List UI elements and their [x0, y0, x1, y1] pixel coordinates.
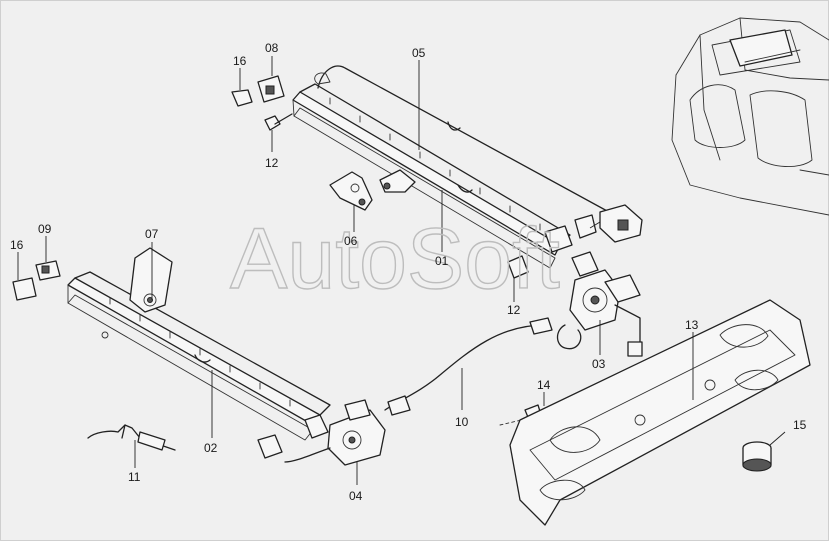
label-part-15: 15	[793, 418, 807, 432]
watermark-text: AutoSoft	[230, 211, 560, 307]
label-part-06: 06	[344, 234, 358, 248]
base-frame	[509, 299, 811, 526]
label-part-16-left: 16	[10, 238, 24, 252]
adjuster-handle	[87, 424, 176, 451]
vehicle-inset	[671, 17, 829, 216]
label-part-08: 08	[265, 41, 279, 55]
label-part-12-top: 12	[265, 156, 279, 170]
cap-15	[742, 441, 772, 472]
rail-clip-01	[507, 225, 573, 279]
label-part-04: 04	[349, 489, 363, 503]
label-part-05: 05	[412, 46, 426, 60]
label-part-16-top: 16	[233, 54, 247, 68]
upper-bracket	[329, 169, 416, 211]
clips-top	[231, 75, 285, 107]
label-part-10: 10	[455, 415, 469, 429]
part-labels: 16 08 05 12 06 01 07 09 16 12 03 13 14 1…	[10, 41, 807, 503]
lower-adjuster	[257, 399, 386, 466]
bolt-12-top	[264, 113, 293, 131]
label-part-12-mid: 12	[507, 303, 521, 317]
label-part-01: 01	[435, 254, 449, 268]
leader-lines	[17, 56, 786, 485]
label-part-02: 02	[204, 441, 218, 455]
label-part-11: 11	[128, 470, 141, 484]
label-part-07: 07	[145, 227, 159, 241]
label-part-14: 14	[537, 378, 551, 392]
seat-cable	[384, 317, 553, 416]
clips-left	[12, 260, 61, 301]
lower-bracket	[129, 247, 173, 313]
label-part-03: 03	[592, 357, 606, 371]
label-part-13: 13	[685, 318, 699, 332]
lock-mechanism	[556, 251, 643, 357]
label-part-09: 09	[38, 222, 52, 236]
upper-seat-rail	[292, 65, 643, 269]
lower-seat-rail	[67, 271, 331, 441]
